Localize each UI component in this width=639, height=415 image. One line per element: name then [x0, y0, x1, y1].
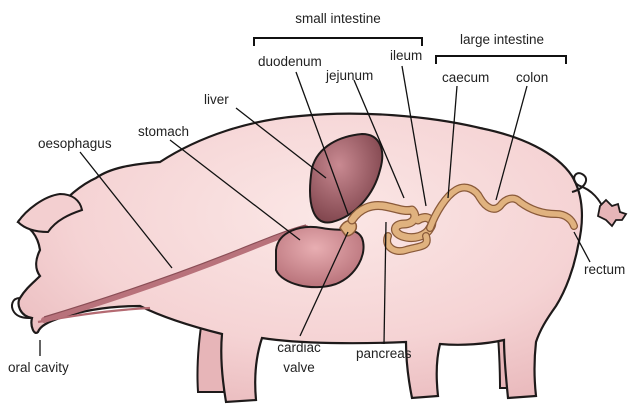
label-oesophagus: oesophagus: [38, 136, 112, 152]
label-large-intestine: large intestine: [440, 32, 564, 48]
small-intestine-bracket: [254, 38, 422, 46]
label-stomach: stomach: [138, 124, 189, 140]
label-ileum: ileum: [390, 48, 422, 64]
label-pancreas: pancreas: [356, 346, 412, 362]
label-jejunum: jejunum: [326, 68, 373, 84]
pig-tail-tuft: [598, 200, 626, 226]
large-intestine-bracket: [436, 56, 566, 64]
label-liver: liver: [204, 92, 229, 108]
label-small-intestine: small intestine: [252, 11, 424, 27]
label-caecum: caecum: [442, 70, 489, 86]
label-rectum: rectum: [584, 262, 625, 278]
label-colon: colon: [516, 70, 548, 86]
label-valve: valve: [274, 360, 324, 376]
label-oral-cavity: oral cavity: [8, 360, 69, 376]
label-duodenum: duodenum: [258, 54, 322, 70]
label-cardiac: cardiac: [274, 340, 324, 356]
